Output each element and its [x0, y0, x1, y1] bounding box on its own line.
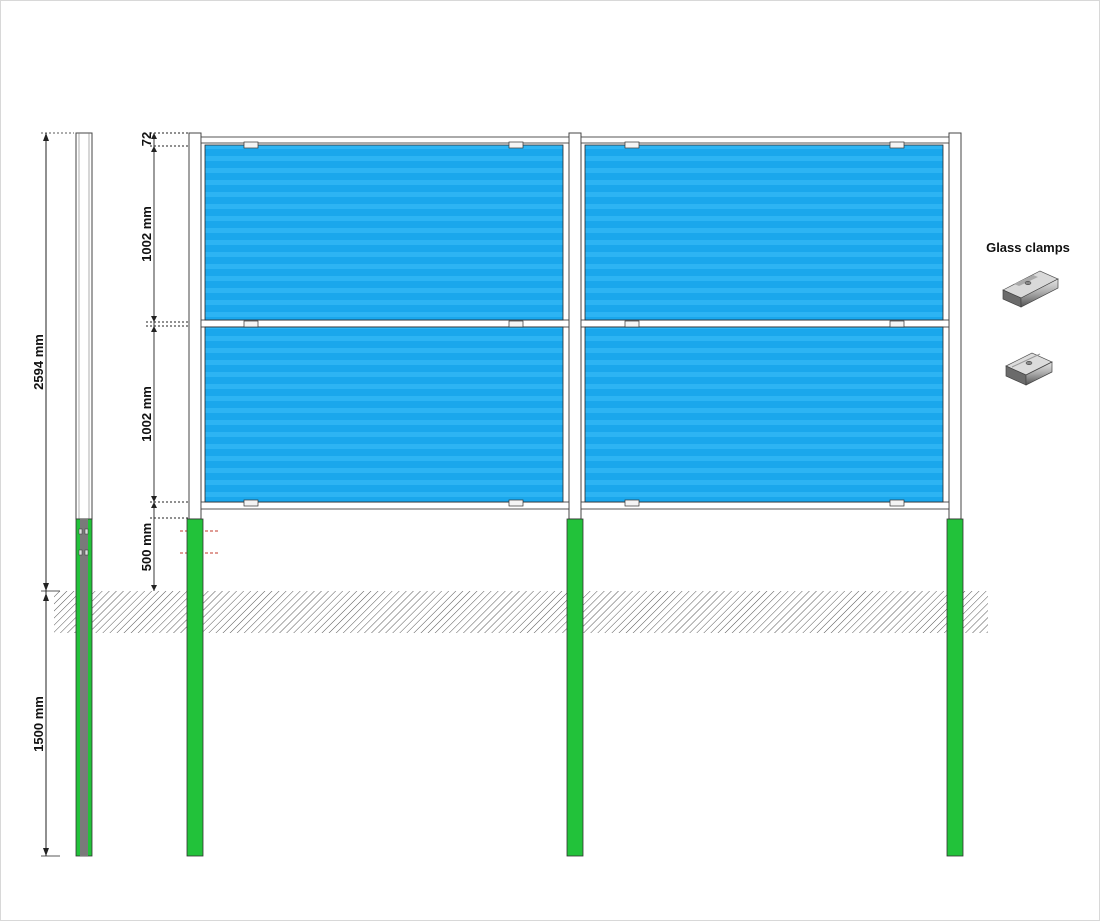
dim-label-embed: 1500 mm: [31, 696, 46, 752]
dimension-total-height: [41, 132, 74, 592]
dim-label-ground-clearance: 500 mm: [139, 523, 154, 571]
dimension-chain-panels: [146, 132, 188, 591]
dim-label-top-gap: 72: [139, 132, 154, 146]
dimension-arrows: [151, 133, 157, 591]
dimension-embed-depth: [41, 591, 60, 857]
ground-hatch: [54, 591, 988, 633]
side-profile-post: [75, 132, 93, 857]
glass-panel-bottom-right: [584, 326, 944, 503]
glass-panel-top-left: [204, 144, 564, 321]
glass-clamp-long-icon: [1002, 270, 1059, 308]
post-middle: [566, 132, 584, 857]
dim-label-panel-upper: 1002 mm: [139, 206, 154, 262]
dim-label-total: 2594 mm: [31, 334, 46, 390]
post-left: [186, 132, 204, 857]
dim-label-panel-lower: 1002 mm: [139, 386, 154, 442]
rail-clamps: [243, 141, 905, 507]
glass-panel-bottom-left: [204, 326, 564, 503]
legend-title: Glass clamps: [986, 240, 1070, 255]
glass-clamp-short-icon: [1005, 352, 1053, 386]
glass-panel-top-right: [584, 144, 944, 321]
post-right: [946, 132, 964, 857]
